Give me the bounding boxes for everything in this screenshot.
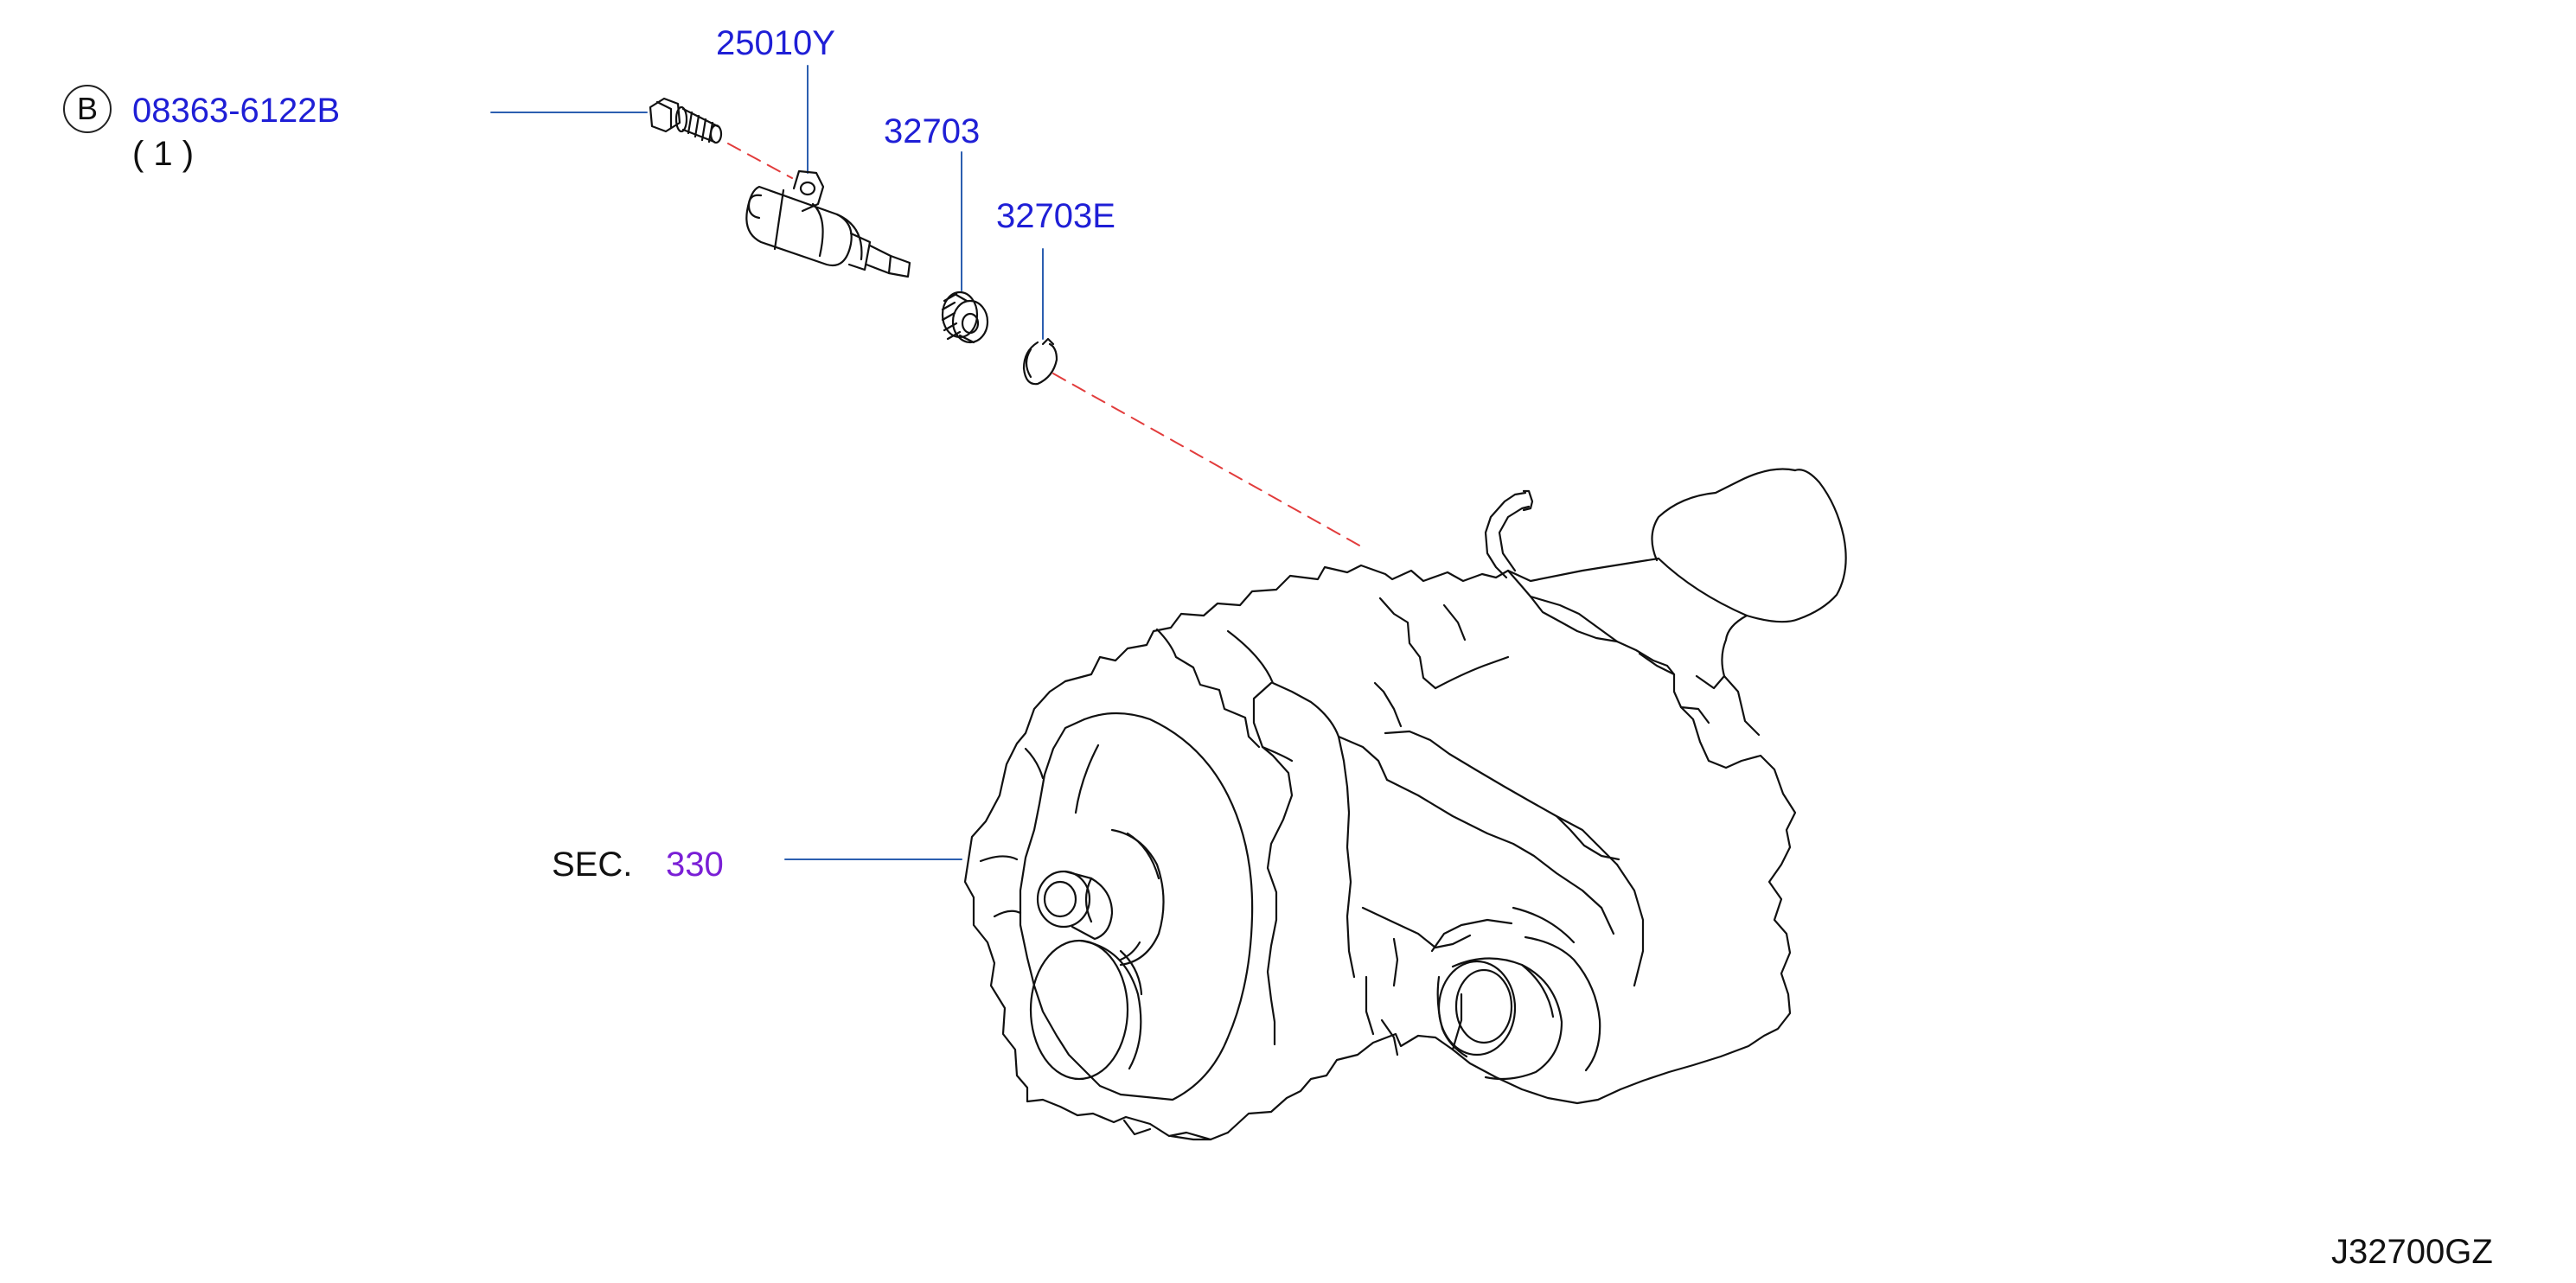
speedometer-gear-icon bbox=[941, 290, 989, 344]
snap-ring-icon bbox=[1022, 337, 1058, 386]
assembly-centerlines bbox=[727, 143, 1362, 547]
section-prefix: SEC. bbox=[552, 846, 633, 884]
bolt-quantity: ( 1 ) bbox=[132, 135, 195, 173]
flange-bolt-icon bbox=[649, 97, 723, 144]
bolt-reference-marker: B bbox=[63, 85, 112, 133]
bolt-centerline bbox=[727, 143, 793, 179]
section-reference-link[interactable]: 330 bbox=[666, 846, 724, 884]
diagram-code: J32700GZ bbox=[2331, 1233, 2493, 1271]
speed-sensor-icon bbox=[745, 169, 911, 278]
gear-part-number[interactable]: 32703 bbox=[884, 112, 981, 150]
shaft-centerline bbox=[1052, 373, 1362, 547]
leader-lines bbox=[490, 65, 1044, 860]
snap-ring-part-number[interactable]: 32703E bbox=[996, 197, 1115, 235]
sensor-part-number[interactable]: 25010Y bbox=[716, 24, 835, 62]
transfer-case-icon bbox=[963, 468, 1847, 1141]
bolt-part-number[interactable]: 08363-6122B bbox=[132, 92, 341, 130]
